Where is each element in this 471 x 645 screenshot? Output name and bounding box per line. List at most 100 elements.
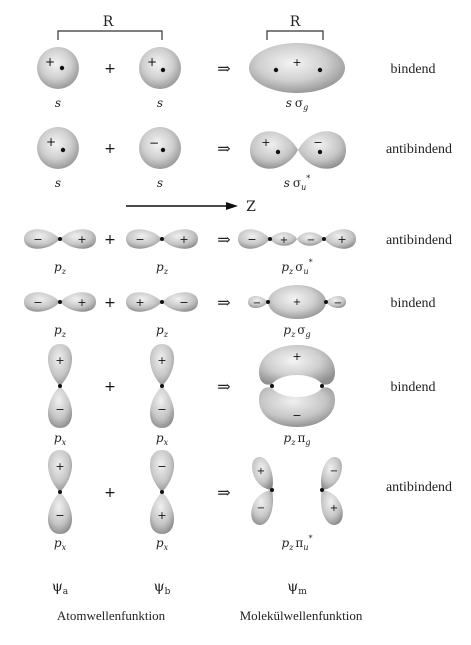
px-orbital-a: + − [48, 344, 72, 428]
orbital-label-b: pz [156, 260, 169, 276]
distance-bracket-left: R [57, 14, 163, 40]
plus-operator: + [104, 61, 116, 77]
svg-text:+: + [157, 509, 166, 522]
svg-text:−: − [157, 460, 166, 473]
row-pz-sigma-g: − + + + − ⇒ − + − bindend pz pz [24, 285, 436, 339]
svg-text:−: − [307, 235, 315, 246]
s-orbital-b: − [139, 127, 181, 169]
psi-m-label: ψm [287, 579, 307, 597]
svg-text:−: − [334, 298, 342, 309]
svg-text:−: − [253, 298, 261, 309]
pz-orbital-a: − + [24, 229, 96, 249]
svg-text:+: + [135, 296, 144, 309]
bonding-label: antibindend [386, 233, 452, 248]
svg-text:−: − [135, 233, 144, 246]
orbital-label-a: pz [54, 260, 67, 276]
yields-arrow: ⇒ [217, 139, 230, 158]
plus-operator: + [104, 295, 116, 311]
yields-arrow: ⇒ [217, 230, 230, 249]
svg-text:+: + [292, 56, 301, 69]
footer: ψa ψb ψm Atomwellenfunktion Molekülwelle… [52, 579, 363, 623]
px-orbital-a: + − [48, 450, 72, 534]
s-orbital-a: + [37, 127, 79, 169]
svg-text:−: − [330, 466, 338, 477]
bonding-label: bindend [390, 380, 435, 395]
yields-arrow: ⇒ [217, 293, 230, 312]
phase-minus: − [149, 136, 159, 150]
svg-text:+: + [261, 136, 270, 149]
orbital-label-a: s [55, 96, 61, 110]
mo-pi-g: + − [259, 345, 335, 427]
svg-text:+: + [330, 503, 338, 514]
orbital-label-a: px [54, 431, 67, 447]
bonding-label: bindend [390, 62, 435, 77]
svg-text:−: − [33, 296, 42, 309]
svg-text:−: − [313, 136, 322, 149]
s-orbital-b: + [139, 47, 181, 89]
orbital-label-b: px [156, 431, 169, 447]
svg-text:+: + [55, 460, 64, 473]
svg-text:−: − [292, 409, 301, 422]
z-axis-arrow: Z [126, 199, 256, 215]
plus-operator: + [104, 141, 116, 157]
psi-b-label: ψb [154, 579, 171, 597]
svg-text:+: + [55, 354, 64, 367]
svg-text:+: + [292, 350, 301, 363]
pz-orbital-b: − + [126, 229, 198, 249]
caption-atomic: Atomwellenfunktion [57, 608, 166, 623]
svg-text:+: + [280, 235, 288, 246]
distance-label-left: R [103, 14, 114, 30]
phase-plus: + [45, 55, 55, 69]
nucleus-dot [59, 65, 65, 71]
orbital-label-b: px [156, 536, 169, 552]
mo-sigma-u-star-s: + − [250, 131, 346, 169]
svg-text:−: − [33, 233, 42, 246]
svg-text:−: − [55, 509, 64, 522]
plus-operator: + [104, 485, 116, 501]
orbital-label-b: pz [156, 323, 169, 339]
px-orbital-b: − + [150, 450, 174, 534]
bonding-label: antibindend [386, 142, 452, 157]
svg-text:−: − [179, 296, 188, 309]
px-orbital-b: + − [150, 344, 174, 428]
mo-sigma-g-s: + [249, 43, 345, 93]
mo-sigma-u-star-pz: − + − + [238, 229, 356, 249]
row-px-pi-u-star: + − + − + ⇒ + − − + antibindend px [48, 450, 452, 552]
svg-text:+: + [179, 233, 188, 246]
svg-text:+: + [77, 296, 86, 309]
svg-text:+: + [157, 354, 166, 367]
phase-plus: + [46, 135, 56, 149]
psi-a-label: ψa [52, 579, 69, 597]
svg-text:−: − [247, 233, 256, 246]
caption-molecular: Molekülwellenfunktion [240, 608, 363, 623]
z-axis-label: Z [246, 199, 256, 215]
orbital-label-a: pz [54, 323, 67, 339]
plus-operator: + [104, 232, 116, 248]
yields-arrow: ⇒ [217, 483, 230, 502]
yields-arrow: ⇒ [217, 59, 230, 78]
yields-arrow: ⇒ [217, 377, 230, 396]
svg-text:+: + [293, 297, 301, 308]
plus-operator: + [104, 379, 116, 395]
orbital-label-a: s [55, 176, 61, 190]
orbital-label-b: s [157, 176, 163, 190]
phase-plus: + [147, 55, 157, 69]
svg-text:+: + [257, 466, 265, 477]
orbital-label-b: s [157, 96, 163, 110]
svg-text:+: + [337, 233, 346, 246]
bonding-label: bindend [390, 296, 435, 311]
nucleus-dot [160, 67, 166, 73]
mo-pi-u-star: + − − + [251, 456, 343, 526]
svg-text:−: − [257, 503, 265, 514]
distance-bracket-right: R [266, 14, 324, 40]
svg-text:−: − [157, 403, 166, 416]
orbital-label-a: px [54, 536, 67, 552]
